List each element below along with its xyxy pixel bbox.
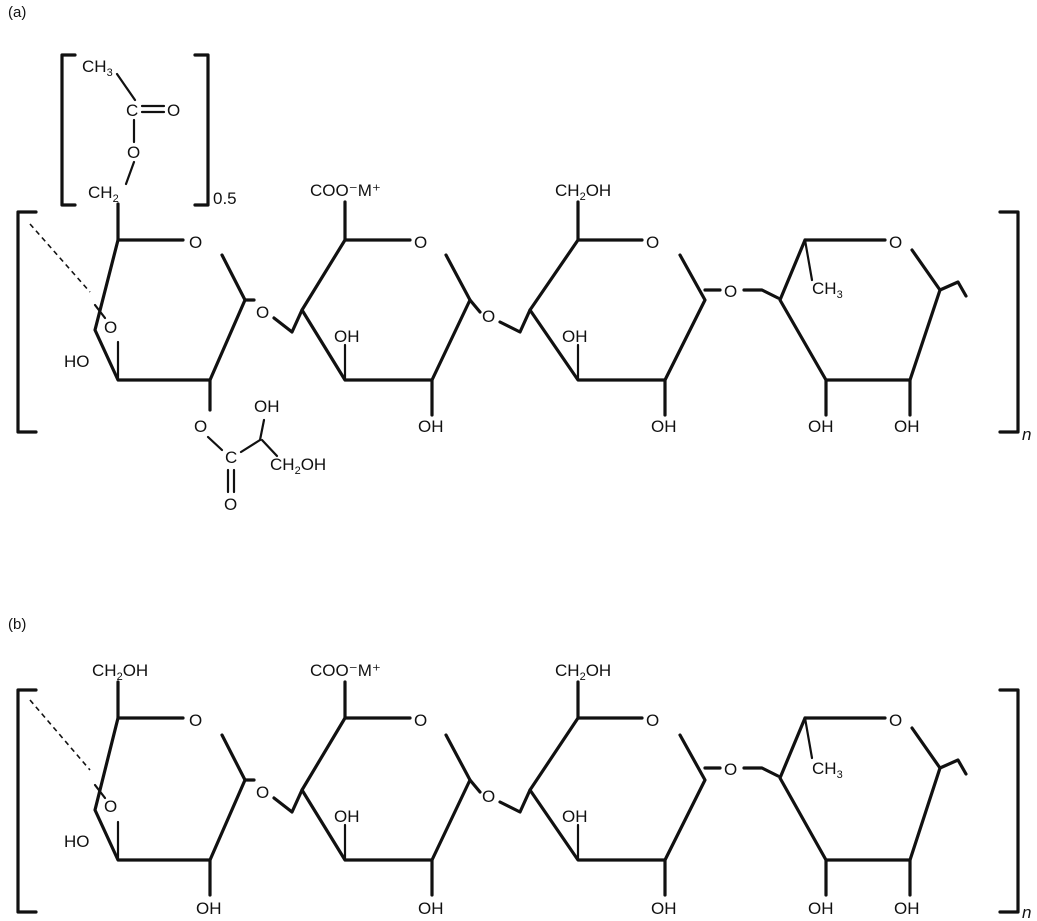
unit-2-a: COO⁻M⁺ O OH OH xyxy=(300,181,472,436)
unit2-ring-o-a: O xyxy=(414,233,427,252)
unit4-bottom-right-oh-b: OH xyxy=(894,899,920,918)
unit4-methyl-a: CH3 xyxy=(812,279,843,301)
unit1-ho: HO xyxy=(64,352,90,371)
acetyl-ester-o: O xyxy=(127,143,140,162)
unit2-inner-oh-b: OH xyxy=(334,807,360,826)
unit2-top-b: COO⁻M⁺ xyxy=(310,661,381,680)
repeat-bracket-left-b xyxy=(16,688,38,914)
glycerate-oh: OH xyxy=(254,397,280,416)
repeat-bracket-right-b xyxy=(998,688,1020,914)
acetyl-bracket-left xyxy=(60,53,77,207)
unit-3-b: CH2OH O OH OH xyxy=(528,661,707,918)
unit1-ho-b: HO xyxy=(64,832,90,851)
link-1-a: O xyxy=(256,303,269,322)
acetyl-carbonyl-o: O xyxy=(167,101,180,120)
repeat-n-a: n xyxy=(1022,425,1031,444)
link-2-b: O xyxy=(482,787,495,806)
glycerate-ch2oh: CH2OH xyxy=(270,455,326,477)
unit4-bottom-left-oh-a: OH xyxy=(808,417,834,436)
repeat-bracket-right-a xyxy=(998,210,1020,434)
unit1-ring-o-b: O xyxy=(189,711,202,730)
unit-4-a: O CH3 OH OH xyxy=(778,233,968,436)
unit3-ring-o-a: O xyxy=(646,233,659,252)
glycerate-o: O xyxy=(194,417,207,436)
unit3-bottom-oh-b: OH xyxy=(651,899,677,918)
unit1-bottom-oh-b: OH xyxy=(196,899,222,918)
panel-a-structure: CH3 C O O CH2 0.5 n O O HO O C xyxy=(16,53,1031,514)
acetyl-subscript: 0.5 xyxy=(213,189,237,208)
panel-b-label: (b) xyxy=(8,616,27,633)
panel-b-structure: n CH2OH O O HO OH O COO⁻M⁺ O OH OH xyxy=(16,661,1031,921)
unit2-bottom-oh-b: OH xyxy=(418,899,444,918)
unit2-top-a: COO⁻M⁺ xyxy=(310,181,381,200)
acetyl-carbon: C xyxy=(126,101,138,120)
unit2-inner-oh-a: OH xyxy=(334,327,360,346)
unit3-inner-oh-b: OH xyxy=(562,807,588,826)
unit-1-a: O O HO O C O OH CH2OH xyxy=(29,223,326,514)
repeat-n-b: n xyxy=(1022,903,1031,921)
unit4-ring-o-a: O xyxy=(889,233,902,252)
unit4-ring-o-b: O xyxy=(889,711,902,730)
unit3-inner-oh-a: OH xyxy=(562,327,588,346)
link-3-b: O xyxy=(724,760,737,779)
unit3-top-a: CH2OH xyxy=(555,181,611,203)
glycerate-c: C xyxy=(225,448,237,467)
unit1-top-b: CH2OH xyxy=(92,661,148,683)
repeat-bracket-left-a xyxy=(16,210,38,434)
unit2-ring-o-b: O xyxy=(414,711,427,730)
unit3-bottom-oh-a: OH xyxy=(651,417,677,436)
glycerate-carbonyl-o: O xyxy=(224,495,237,514)
unit4-bottom-right-oh-a: OH xyxy=(894,417,920,436)
link-2-a: O xyxy=(482,307,495,326)
unit1-ring-o: O xyxy=(189,233,202,252)
unit3-top-b: CH2OH xyxy=(555,661,611,683)
unit3-ring-o-b: O xyxy=(646,711,659,730)
unit1-bridge-o: O xyxy=(104,318,117,337)
acetyl-bracket-right xyxy=(193,53,210,207)
unit-3-a: CH2OH O OH OH xyxy=(528,181,707,436)
unit-2-b: COO⁻M⁺ O OH OH xyxy=(300,661,472,918)
unit4-bottom-left-oh-b: OH xyxy=(808,899,834,918)
acetyl-ch3: CH3 xyxy=(82,57,113,79)
unit2-bottom-oh-a: OH xyxy=(418,417,444,436)
link-3-a: O xyxy=(724,282,737,301)
unit-1-b: CH2OH O O HO OH xyxy=(29,661,247,918)
unit4-methyl-b: CH3 xyxy=(812,759,843,781)
unit-4-b: O CH3 OH OH xyxy=(778,711,968,918)
acetyl-ch2: CH2 xyxy=(88,183,119,205)
unit1-bridge-o-b: O xyxy=(104,797,117,816)
link-1-b: O xyxy=(256,783,269,802)
panel-a-label: (a) xyxy=(8,4,27,21)
